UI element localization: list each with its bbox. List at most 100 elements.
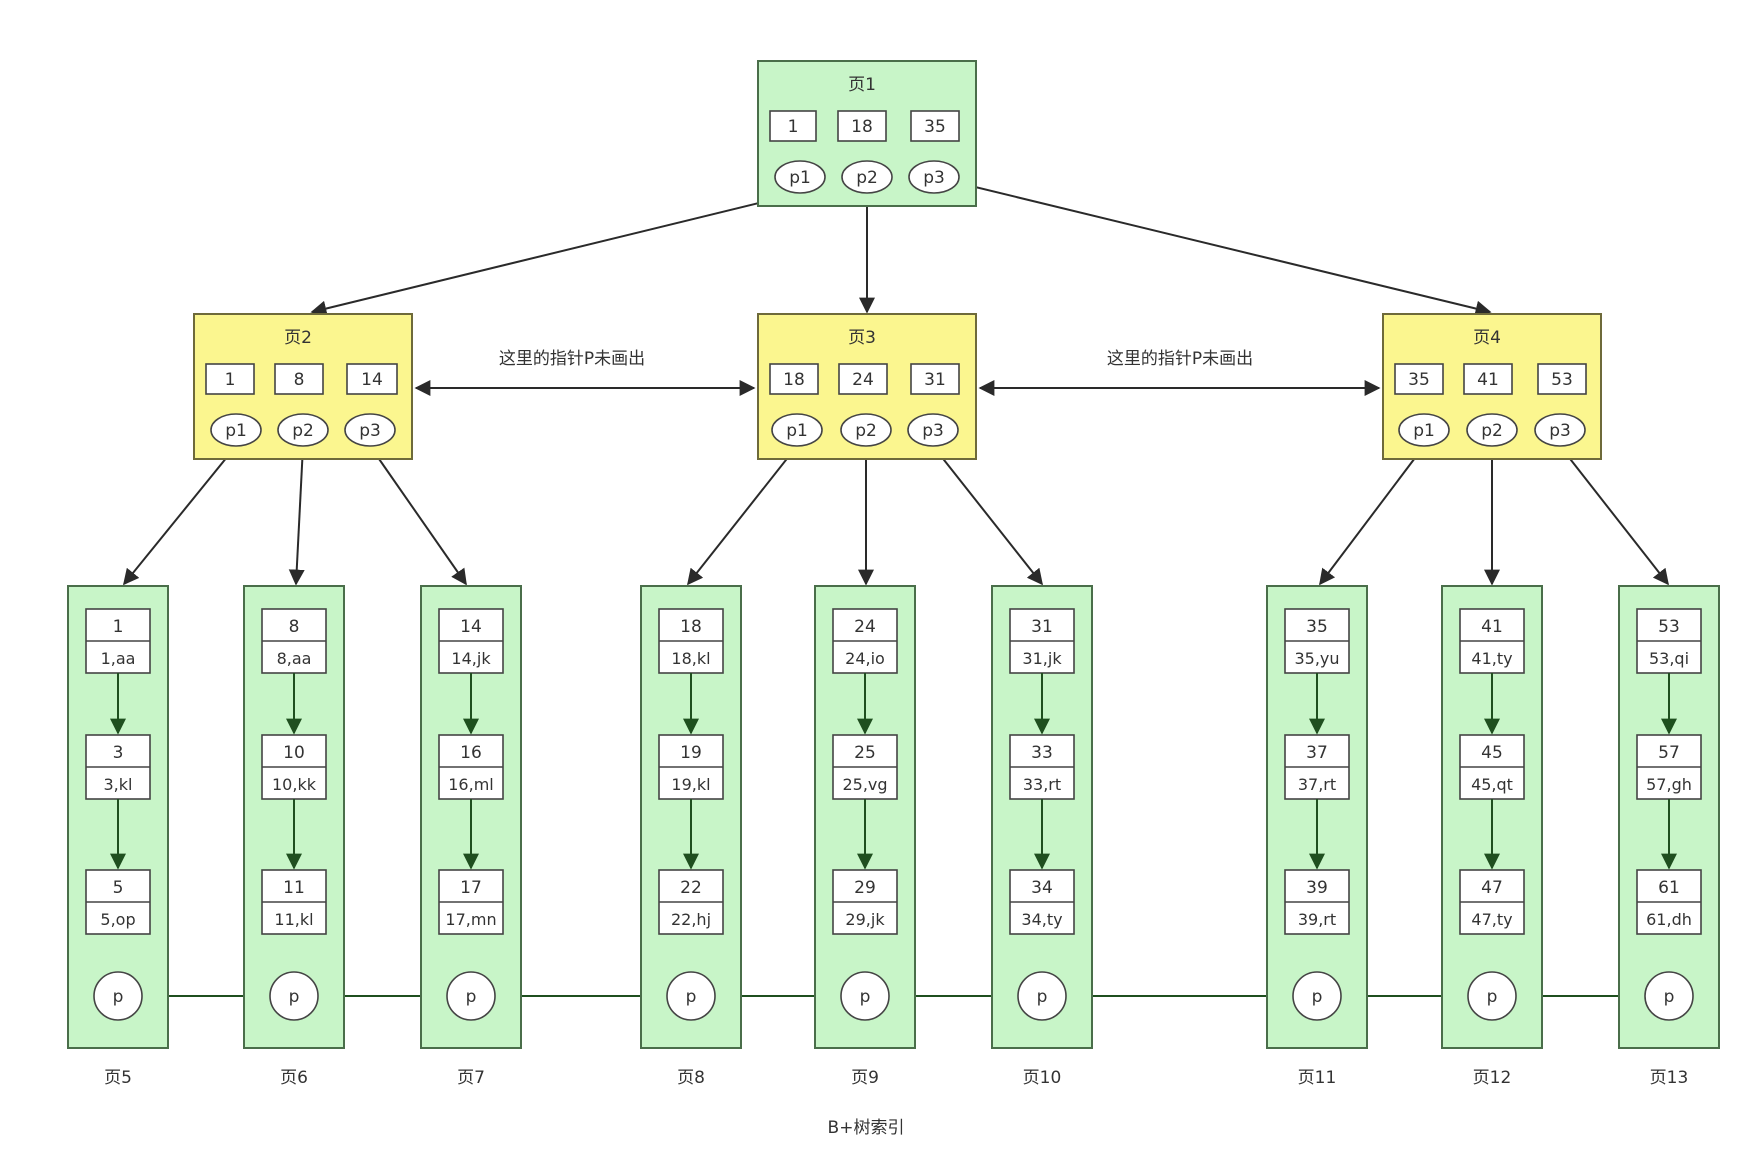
record-value: 61,dh (1646, 910, 1692, 929)
internal-page-2-pointer-1: p1 (210, 413, 262, 447)
tree-edges (122, 176, 1669, 586)
leaf-pages: 11,aa33,kl55,opp页588,aa1010,kk1111,klp页6… (67, 585, 1720, 1088)
record-value: 33,rt (1023, 775, 1061, 794)
leaf-pointer-label: p (686, 987, 697, 1007)
root-key-1-label: 1 (788, 117, 799, 137)
leaf-record: 22 22,hj (658, 869, 724, 935)
leaf-page-title: 页13 (1650, 1068, 1689, 1088)
leaf-pointer: p (1017, 971, 1067, 1021)
record-key: 22 (680, 878, 702, 898)
internal-page-2-key-1-label: 1 (225, 370, 236, 390)
record-key: 33 (1031, 743, 1053, 763)
root-key-3-label: 35 (924, 117, 946, 137)
internal-page-2-pointer-2: p2 (277, 413, 329, 447)
leaf-pointer: p (93, 971, 143, 1021)
root-page-title: 页1 (848, 75, 876, 95)
leaf-pointer: p (446, 971, 496, 1021)
record-key: 39 (1306, 878, 1328, 898)
internal-page-3-title: 页3 (848, 328, 876, 348)
root-pointer-3-label: p3 (923, 168, 945, 188)
leaf-page-title: 页8 (677, 1068, 705, 1088)
root-key-3: 35 (910, 110, 960, 142)
internal-page-2-key-1: 1 (205, 363, 255, 395)
record-key: 8 (289, 617, 300, 637)
leaf-record: 17 17,mn (438, 869, 504, 935)
internal-page-3-key-2: 24 (838, 363, 888, 395)
leaf-record: 33 33,rt (1009, 734, 1075, 800)
tree-edge-arrow (1559, 445, 1669, 586)
leaf-pointer: p (1467, 971, 1517, 1021)
record-value: 10,kk (272, 775, 317, 794)
record-value: 45,qt (1471, 775, 1513, 794)
leaf-record: 88,aa (261, 608, 327, 674)
record-value: 14,jk (451, 649, 491, 668)
record-value: 22,hj (671, 910, 711, 929)
internal-page-4-pointer-1: p1 (1398, 413, 1450, 447)
internal-page-4-pointer-2: p2 (1466, 413, 1518, 447)
leaf-page-title: 页11 (1298, 1068, 1337, 1088)
leaf-pointer-label: p (1312, 987, 1323, 1007)
leaf-page-title: 页12 (1473, 1068, 1512, 1088)
internal-page-2-key-2-label: 8 (294, 370, 305, 390)
leaf-pointer-label: p (113, 987, 124, 1007)
internal-page-4-title: 页4 (1473, 328, 1501, 348)
internal-page-3-key-1: 18 (769, 363, 819, 395)
record-value: 19,kl (671, 775, 710, 794)
leaf-record: 11,aa (85, 608, 151, 674)
tree-edge-arrow (122, 445, 237, 586)
internal-page-3-pointer-1-label: p1 (786, 421, 808, 441)
record-key: 45 (1481, 743, 1503, 763)
tree-edge-arrow (288, 445, 305, 586)
leaf-pointer-label: p (1664, 987, 1675, 1007)
record-value: 3,kl (104, 775, 133, 794)
root-pointer-1: p1 (774, 160, 826, 194)
internal-page-4-key-3: 53 (1537, 363, 1587, 395)
record-value: 57,gh (1646, 775, 1692, 794)
internal-page-3: 页3 18 24 31 p1 p2 p3 (757, 313, 977, 460)
leaf-pointer-label: p (289, 987, 300, 1007)
root-pointer-2: p2 (841, 160, 893, 194)
leaf-pointer-label: p (1037, 987, 1048, 1007)
internal-page-3-pointer-1: p1 (771, 413, 823, 447)
record-value: 29,jk (845, 910, 885, 929)
record-key: 1 (113, 617, 124, 637)
root-pointer-2-label: p2 (856, 168, 878, 188)
record-value: 17,mn (445, 910, 496, 929)
internal-page-4-key-2: 41 (1463, 363, 1513, 395)
leaf-pointer: p (840, 971, 890, 1021)
record-value: 34,ty (1021, 910, 1062, 929)
internal-page-4: 页4 35 41 53 p1 p2 p3 (1382, 313, 1602, 460)
internal-page-2-pointer-3: p3 (344, 413, 396, 447)
leaf-pointer-label: p (860, 987, 871, 1007)
leaf-record: 33,kl (85, 734, 151, 800)
internal-page-4-pointer-3: p3 (1534, 413, 1586, 447)
record-value: 39,rt (1298, 910, 1336, 929)
internal-page-2-title: 页2 (284, 328, 312, 348)
tree-edge-arrow (1319, 445, 1425, 586)
tree-edge-arrow (933, 176, 1492, 317)
record-value: 11,kl (274, 910, 313, 929)
leaf-page-title: 页5 (104, 1068, 132, 1088)
leaf-record: 39 39,rt (1284, 869, 1350, 935)
leaf-page-title: 页9 (851, 1068, 879, 1088)
record-value: 47,ty (1471, 910, 1512, 929)
leaf-pointer: p (1292, 971, 1342, 1021)
record-key: 17 (460, 878, 482, 898)
record-value: 16,ml (448, 775, 493, 794)
